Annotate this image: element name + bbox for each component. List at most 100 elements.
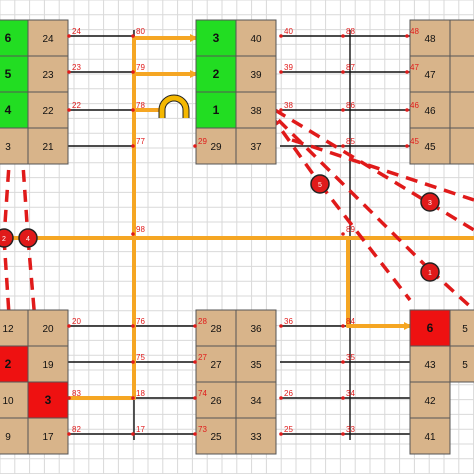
robot-node: 5: [310, 174, 330, 194]
storage-cell-label: 37: [250, 142, 262, 153]
storage-cell-label: 28: [210, 324, 222, 335]
waypoint-label: 46: [410, 101, 419, 110]
storage-cell: 4: [0, 91, 29, 129]
storage-cell: 41: [409, 417, 451, 455]
waypoint-label: 29: [198, 137, 207, 146]
waypoint-dot: [193, 144, 197, 148]
storage-cell-label: 38: [250, 106, 262, 117]
waypoint-dot: [131, 432, 135, 436]
storage-cell-label: 6: [427, 321, 434, 335]
waypoint-label: 88: [346, 27, 355, 36]
storage-cell: 37: [235, 127, 277, 165]
storage-cell-label: 10: [2, 396, 14, 407]
waypoint-label: 38: [284, 101, 293, 110]
waypoint-dot: [193, 324, 197, 328]
waypoint-dot: [341, 360, 345, 364]
waypoint-dot: [131, 70, 135, 74]
storage-cell: [449, 127, 474, 165]
storage-cell-label: 20: [42, 324, 54, 335]
waypoint-dot: [279, 70, 283, 74]
waypoint-dot: [279, 34, 283, 38]
robot-path: [0, 36, 474, 400]
storage-cell: 43: [409, 345, 451, 383]
waypoint-label: 85: [346, 137, 355, 146]
waypoint-dot: [341, 432, 345, 436]
waypoint-label: 17: [136, 425, 145, 434]
storage-cell: 34: [235, 381, 277, 419]
storage-cell: [449, 19, 474, 57]
storage-cell: 17: [27, 417, 69, 455]
storage-cell: 9: [0, 417, 29, 455]
waypoint-dot: [341, 232, 345, 236]
storage-cell: 42: [409, 381, 451, 419]
storage-cell-label: 24: [42, 34, 54, 45]
storage-cell-label: 3: [213, 31, 220, 45]
storage-cell: 12: [0, 309, 29, 347]
robot-node-label: 2: [2, 236, 6, 243]
waypoint-label: 22: [72, 101, 81, 110]
storage-cell: 35: [235, 345, 277, 383]
waypoint-dot: [67, 108, 71, 112]
storage-cell-label: 39: [250, 70, 262, 81]
robot-node-label: 3: [428, 200, 432, 207]
storage-cell: 6: [0, 19, 29, 57]
storage-cell: 36: [235, 309, 277, 347]
storage-cell-label: 4: [5, 103, 12, 117]
waypoint-dot: [67, 432, 71, 436]
waypoint-label: 84: [346, 317, 355, 326]
storage-cell: 23: [27, 55, 69, 93]
storage-cell-label: 5: [462, 324, 468, 335]
waypoint-label: 36: [284, 317, 293, 326]
storage-cell: 10: [0, 381, 29, 419]
storage-cell: 22: [27, 91, 69, 129]
waypoint-dot: [341, 324, 345, 328]
waypoint-dot: [341, 70, 345, 74]
storage-cell-label: 22: [42, 106, 54, 117]
waypoint-dot: [131, 324, 135, 328]
storage-cell: 38: [235, 91, 277, 129]
storage-cell-label: 29: [210, 142, 222, 153]
robot-node: 1: [420, 262, 440, 282]
storage-cell-label: 23: [42, 70, 54, 81]
storage-cell: 46: [409, 91, 451, 129]
waypoint-dot: [67, 34, 71, 38]
waypoint-dot: [279, 108, 283, 112]
waypoint-label: 23: [72, 63, 81, 72]
waypoint-label: 87: [346, 63, 355, 72]
waypoint-label: 76: [136, 317, 145, 326]
storage-cell: 24: [27, 19, 69, 57]
waypoint-dot: [341, 396, 345, 400]
waypoint-dot: [405, 108, 409, 112]
storage-cell: 3: [27, 381, 69, 419]
waypoint-label: 75: [136, 353, 145, 362]
waypoint-label: 82: [72, 425, 81, 434]
waypoint-dot: [193, 360, 197, 364]
storage-cell: 2: [195, 55, 237, 93]
waypoint-label: 73: [198, 425, 207, 434]
waypoint-label: 79: [136, 63, 145, 72]
waypoint-dot: [279, 432, 283, 436]
storage-cell-label: 3: [45, 393, 52, 407]
waypoint-label: 18: [136, 389, 145, 398]
storage-cell: 45: [409, 127, 451, 165]
waypoint-label: 28: [198, 317, 207, 326]
storage-cell-label: 27: [210, 360, 222, 371]
storage-cell: 40: [235, 19, 277, 57]
storage-cell: 5: [0, 55, 29, 93]
storage-cell-label: 47: [424, 70, 436, 81]
waypoint-label: 45: [410, 137, 419, 146]
storage-cell: 26: [195, 381, 237, 419]
storage-cell: 48: [409, 19, 451, 57]
waypoint-label: 86: [346, 101, 355, 110]
storage-cell: 28: [195, 309, 237, 347]
waypoint-dot: [405, 34, 409, 38]
robot-node-label: 5: [318, 182, 322, 189]
waypoint-label: 78: [136, 101, 145, 110]
storage-cell: 39: [235, 55, 277, 93]
waypoint-label: 40: [284, 27, 293, 36]
storage-cell: [449, 55, 474, 93]
waypoint-dot: [131, 232, 135, 236]
